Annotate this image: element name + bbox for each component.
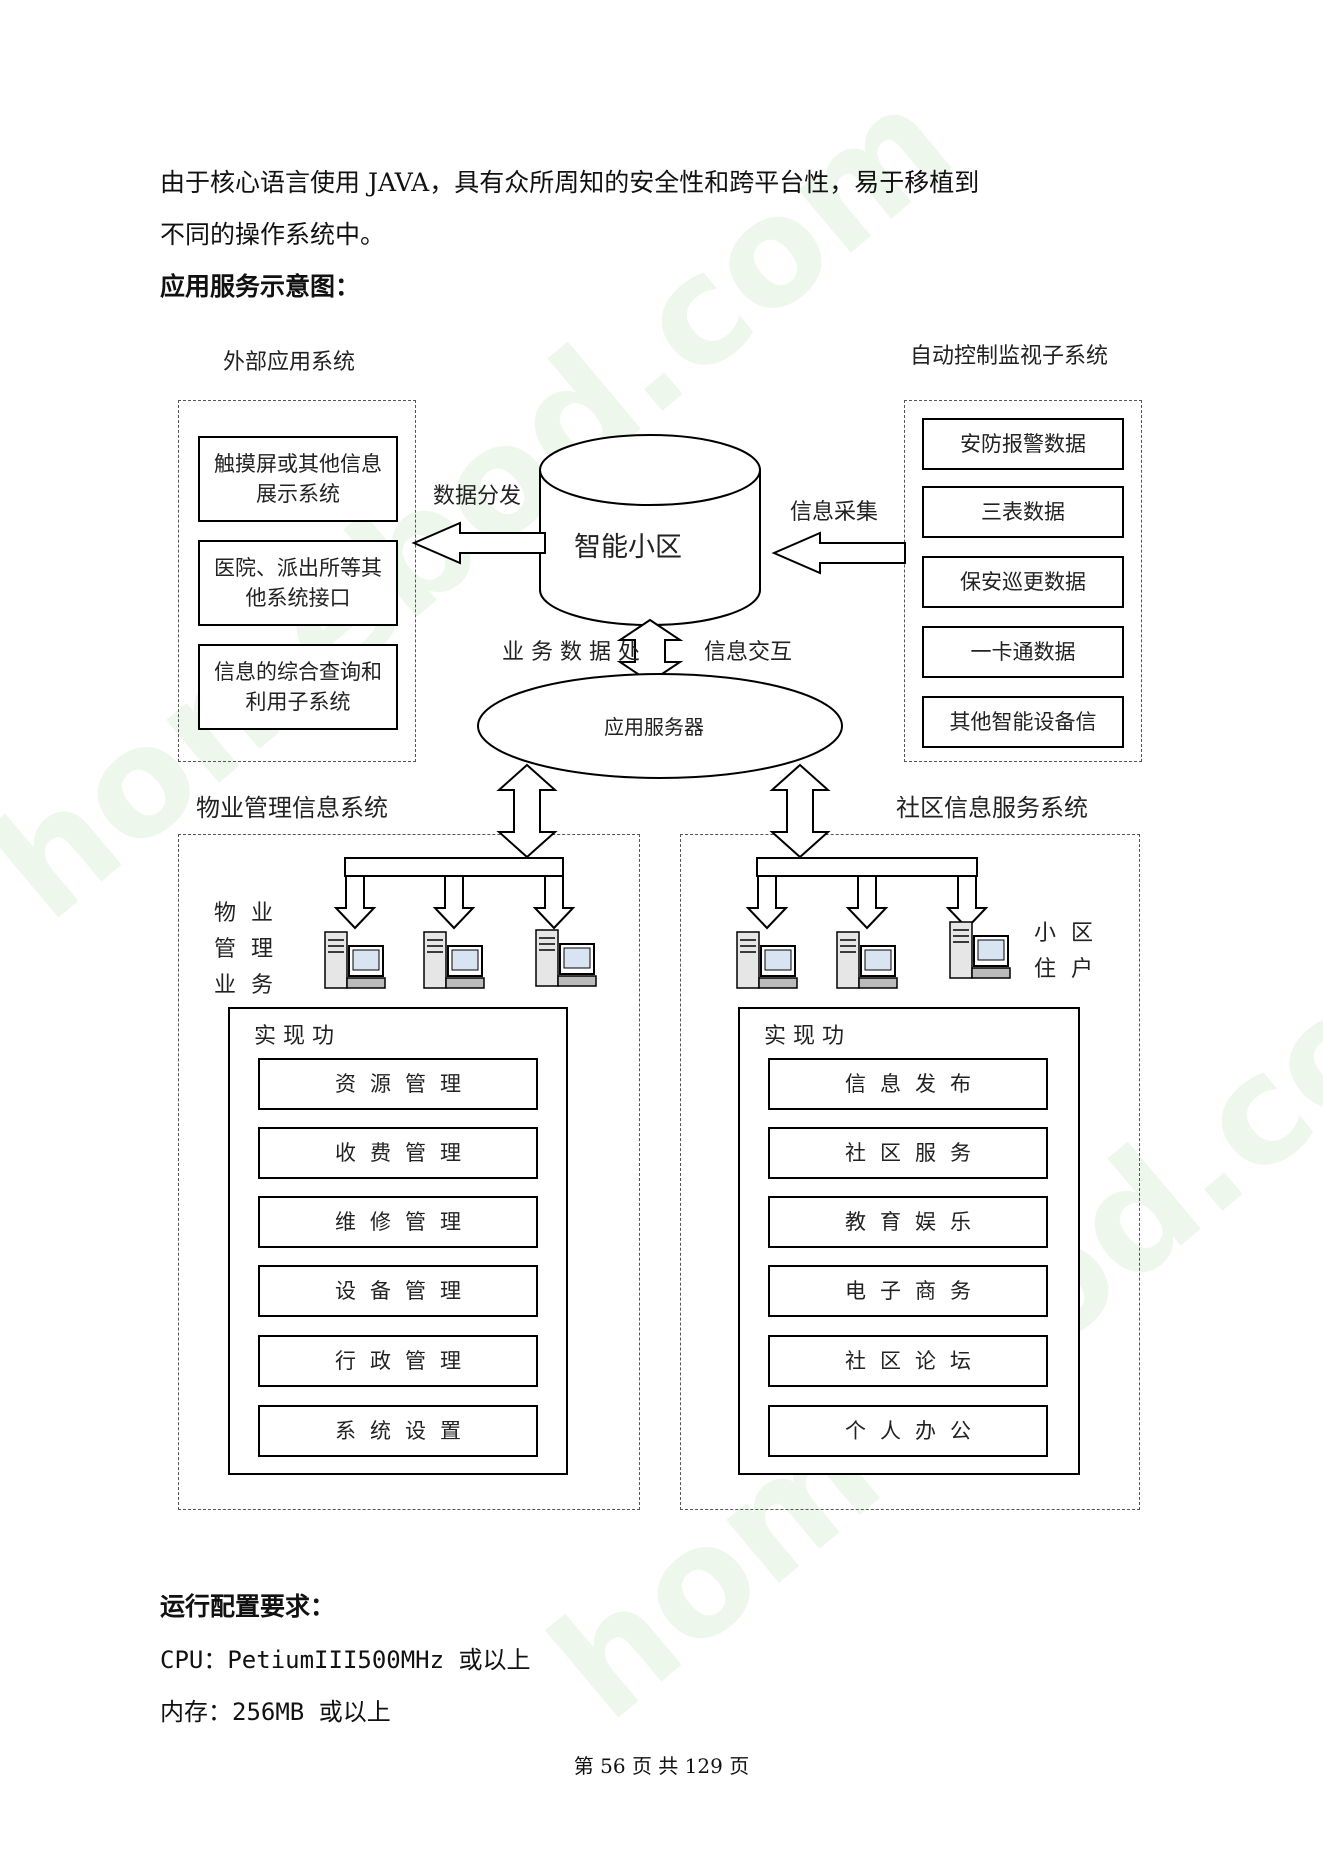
app-server-label: 应用服务器 <box>604 715 704 739</box>
info-exchange-label: 信息交互 <box>704 640 793 665</box>
community-item-service: 社区服务 <box>768 1127 1048 1179</box>
computer-icon <box>836 931 898 989</box>
server-property-double-arrow-icon <box>496 763 558 859</box>
body-text-line-2: 不同的操作系统中。 <box>160 220 386 249</box>
community-item-ecommerce: 电子商务 <box>768 1265 1048 1317</box>
property-down-arrows-icon <box>333 875 576 930</box>
community-system-title: 社区信息服务系统 <box>896 794 1088 822</box>
computer-icon <box>423 931 485 989</box>
data-distribute-arrow-icon <box>411 521 546 565</box>
cpu-requirement: CPU：PetiumIII500MHz 或以上 <box>160 1646 531 1674</box>
memory-requirement: 内存：256MB 或以上 <box>160 1698 391 1726</box>
section-heading-config: 运行配置要求： <box>160 1592 336 1621</box>
app-server-ellipse <box>477 673 843 779</box>
server-community-double-arrow-icon <box>769 763 831 859</box>
page-footer: 第 56 页 共 129 页 <box>573 1754 750 1778</box>
data-distribute-label: 数据分发 <box>433 484 522 509</box>
section-heading-diagram: 应用服务示意图： <box>160 272 361 301</box>
community-connector-bar <box>756 857 978 877</box>
property-functions-title: 实 现 功 <box>254 1024 334 1049</box>
computer-icon <box>736 931 798 989</box>
info-collect-arrow-icon <box>771 531 906 575</box>
info-collect-label: 信息采集 <box>790 500 879 525</box>
residents-label: 小 区 住 户 <box>1034 921 1097 982</box>
external-item-query: 信息的综合查询和利用子系统 <box>198 644 398 730</box>
external-systems-title: 外部应用系统 <box>223 350 356 375</box>
property-item-settings: 系统设置 <box>258 1405 538 1457</box>
database-cylinder-icon <box>539 434 761 626</box>
auto-item-smart-device: 其他智能设备信 <box>922 696 1124 748</box>
external-item-hospital: 医院、派出所等其他系统接口 <box>198 540 398 626</box>
property-item-admin: 行政管理 <box>258 1335 538 1387</box>
community-down-arrows-icon <box>745 875 989 930</box>
external-item-touchscreen: 触摸屏或其他信息展示系统 <box>198 436 398 522</box>
property-item-resource: 资源管理 <box>258 1058 538 1110</box>
computer-icon <box>324 931 386 989</box>
auto-item-patrol-data: 保安巡更数据 <box>922 556 1124 608</box>
property-connector-bar <box>344 857 564 877</box>
computer-icon <box>535 929 597 987</box>
auto-item-meter-data: 三表数据 <box>922 486 1124 538</box>
community-item-forum: 社区论坛 <box>768 1335 1048 1387</box>
business-data-label: 业 务 数 据 处 <box>502 640 640 665</box>
auto-item-card-data: 一卡通数据 <box>922 626 1124 678</box>
external-systems-group <box>178 400 416 762</box>
property-system-title: 物业管理信息系统 <box>196 794 388 822</box>
body-text-line-1: 由于核心语言使用 JAVA，具有众所周知的安全性和跨平台性，易于移植到 <box>160 168 980 197</box>
property-item-fee: 收费管理 <box>258 1127 538 1179</box>
community-service-group <box>680 834 1140 1510</box>
auto-control-title: 自动控制监视子系统 <box>910 344 1109 369</box>
property-item-equipment: 设备管理 <box>258 1265 538 1317</box>
property-item-repair: 维修管理 <box>258 1196 538 1248</box>
property-business-label: 物 业 管 理 业 务 <box>214 901 277 998</box>
computer-icon <box>949 921 1011 979</box>
community-item-info-publish: 信息发布 <box>768 1058 1048 1110</box>
community-item-education: 教育娱乐 <box>768 1196 1048 1248</box>
database-label: 智能小区 <box>574 532 682 563</box>
property-management-group <box>178 834 640 1510</box>
auto-item-security-alarm: 安防报警数据 <box>922 418 1124 470</box>
auto-control-group <box>904 400 1142 762</box>
community-item-office: 个人办公 <box>768 1405 1048 1457</box>
community-functions-title: 实 现 功 <box>764 1024 844 1049</box>
